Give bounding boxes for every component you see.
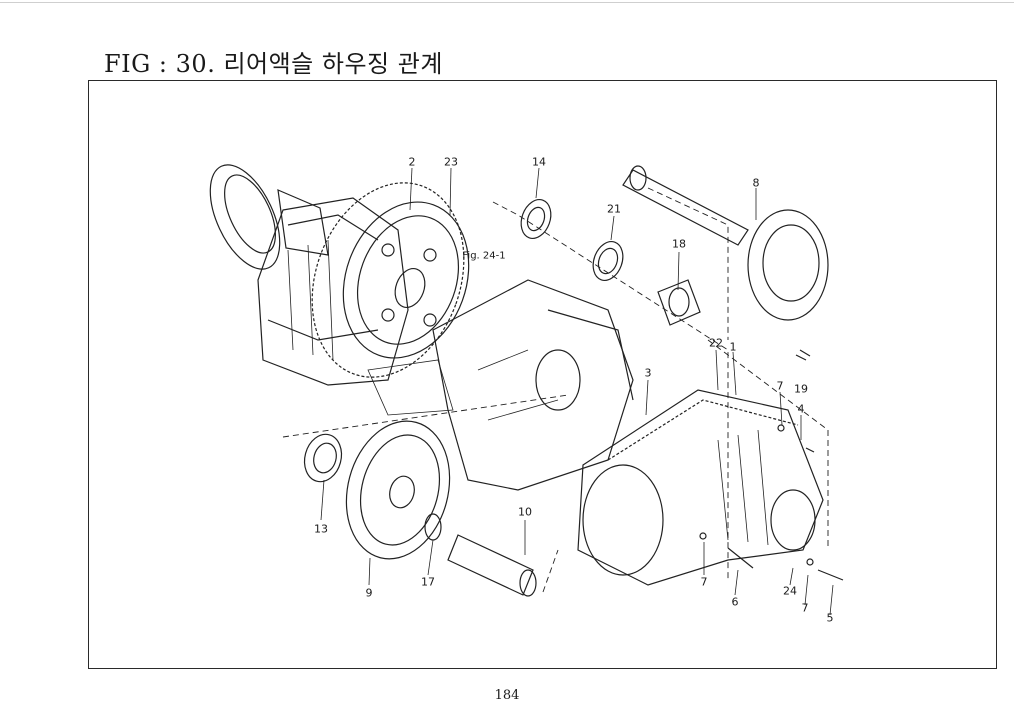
left-flange-drawing [209,164,329,270]
leader-lines [320,167,834,616]
callout-19: 19 [794,382,808,396]
callout-5: 5 [826,611,834,625]
figure-reference-label: Fig. 24-1 [462,250,506,262]
figure-title: FIG : 30. 리어액슬 하우징 관계 [104,50,443,78]
callout-18: 18 [672,237,686,251]
callout-4: 4 [797,402,805,416]
alignment-lines [282,187,829,593]
tube-drawing [447,534,537,597]
ring-gear-drawing [342,201,470,359]
drive-gear-drawing [303,420,451,560]
callout-2: 2 [408,155,416,169]
callout-22: 22 [709,336,723,350]
callout-1: 1 [729,340,737,354]
diagram-frame [88,80,997,669]
page-number: 184 [494,688,520,703]
callout-24: 24 [783,584,797,598]
callout-13: 13 [314,522,328,536]
callout-14: 14 [532,155,546,169]
seals-and-bearings-drawing [520,199,701,326]
callout-23: 23 [444,155,458,169]
callout-10: 10 [518,505,532,519]
callout-7-lower: 7 [700,575,708,589]
callout-6: 6 [731,595,739,609]
callout-3: 3 [644,366,652,380]
bolts-drawing [699,349,844,581]
gasket-23-drawing [311,182,465,378]
callout-7-upper: 7 [776,379,784,393]
callout-7-bottom: 7 [801,601,809,615]
exploded-diagram: Fig. 24-1 2 23 14 21 8 18 22 1 3 7 19 4 … [88,80,997,669]
top-rule [0,2,1014,3]
callout-21: 21 [607,202,621,216]
callout-17: 17 [421,575,435,589]
right-housing-drawing [577,389,824,586]
axle-shaft-drawing [622,165,829,321]
callout-8: 8 [752,176,760,190]
callout-9: 9 [365,586,373,600]
